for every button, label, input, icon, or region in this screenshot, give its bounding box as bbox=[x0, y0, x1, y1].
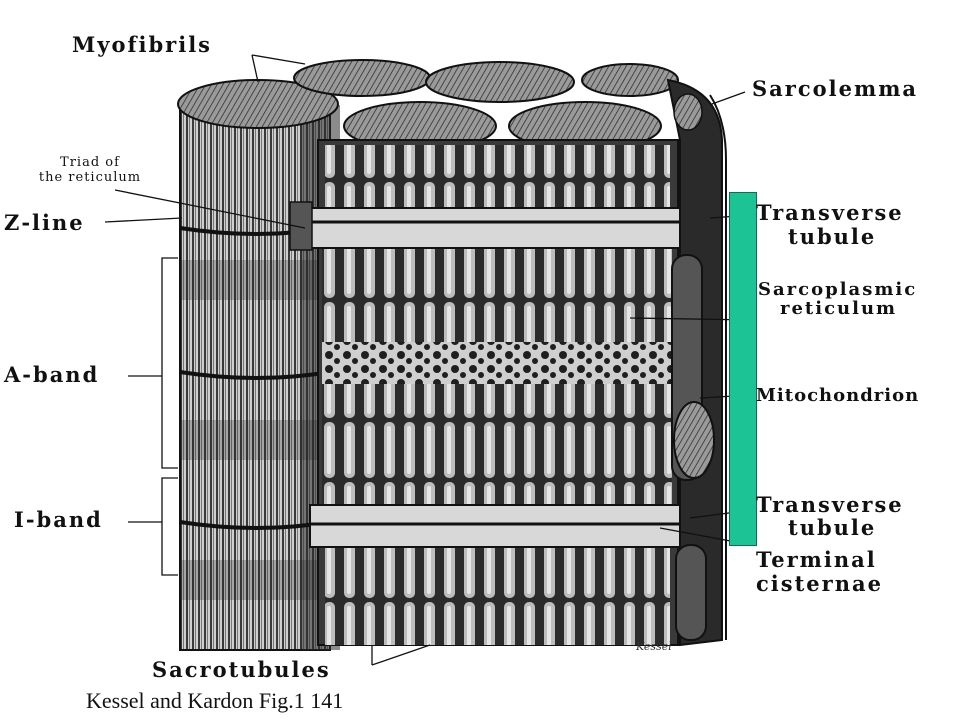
label-transverse-tubule-top-1: Transverse bbox=[756, 200, 904, 225]
label-a-band: A-band bbox=[4, 362, 100, 387]
label-mitochondrion: Mitochondrion bbox=[756, 385, 920, 406]
label-terminal-2: cisternae bbox=[756, 571, 883, 596]
myofibril-caps bbox=[293, 59, 679, 151]
label-transverse-tubule-bottom-2: tubule bbox=[788, 515, 877, 540]
label-terminal-1: Terminal bbox=[756, 547, 877, 572]
label-sacrotubules: Sacrotubules bbox=[152, 657, 331, 682]
highlight-bar bbox=[729, 192, 757, 546]
label-triad-line1: Triad of bbox=[60, 155, 120, 170]
left-myofibril-cylinder bbox=[177, 79, 340, 651]
artist-signature: Kessel bbox=[636, 640, 672, 653]
label-transverse-tubule-bottom-1: Transverse bbox=[756, 492, 904, 517]
reticulum-cutaway bbox=[289, 139, 681, 646]
label-transverse-tubule-top-2: tubule bbox=[788, 224, 877, 249]
label-z-line: Z-line bbox=[4, 210, 85, 235]
label-i-band: I-band bbox=[14, 507, 103, 532]
label-sarcoplasmic-2: reticulum bbox=[780, 298, 898, 319]
label-sarcolemma: Sarcolemma bbox=[752, 76, 919, 101]
label-sarcoplasmic-1: Sarcoplasmic bbox=[758, 279, 918, 300]
sarcolemma-edge bbox=[666, 78, 727, 647]
figure-caption: Kessel and Kardon Fig.1 141 bbox=[86, 688, 344, 713]
label-myofibrils: Myofibrils bbox=[72, 32, 212, 57]
label-triad-line2: the reticulum bbox=[38, 170, 142, 185]
